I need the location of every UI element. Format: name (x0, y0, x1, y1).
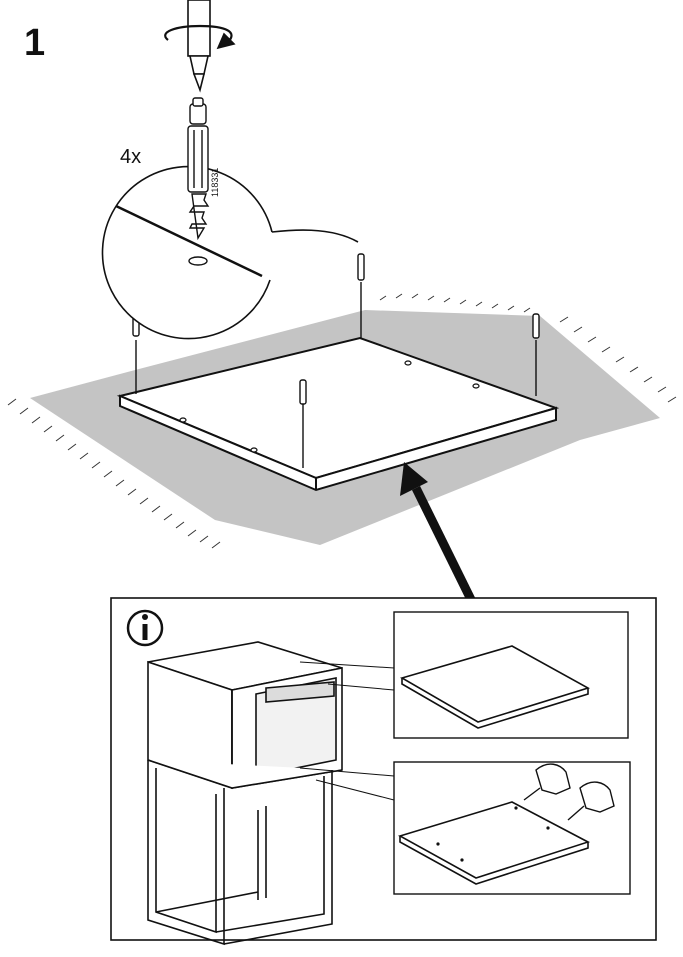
pointing-hand-icon (523, 763, 615, 821)
top-panel-detail (393, 611, 629, 739)
step-number: 1 (24, 22, 46, 64)
cabinet-illustration (147, 641, 343, 946)
part-number-label: 118331 (210, 167, 220, 197)
quantity-label: 4x (120, 146, 142, 168)
board-panel (116, 336, 560, 492)
screwdriver-icon (164, 0, 236, 93)
info-panel (110, 597, 657, 946)
dowel-detail (187, 97, 210, 241)
bottom-panel-detail (393, 761, 631, 895)
detail-callout (101, 97, 359, 340)
